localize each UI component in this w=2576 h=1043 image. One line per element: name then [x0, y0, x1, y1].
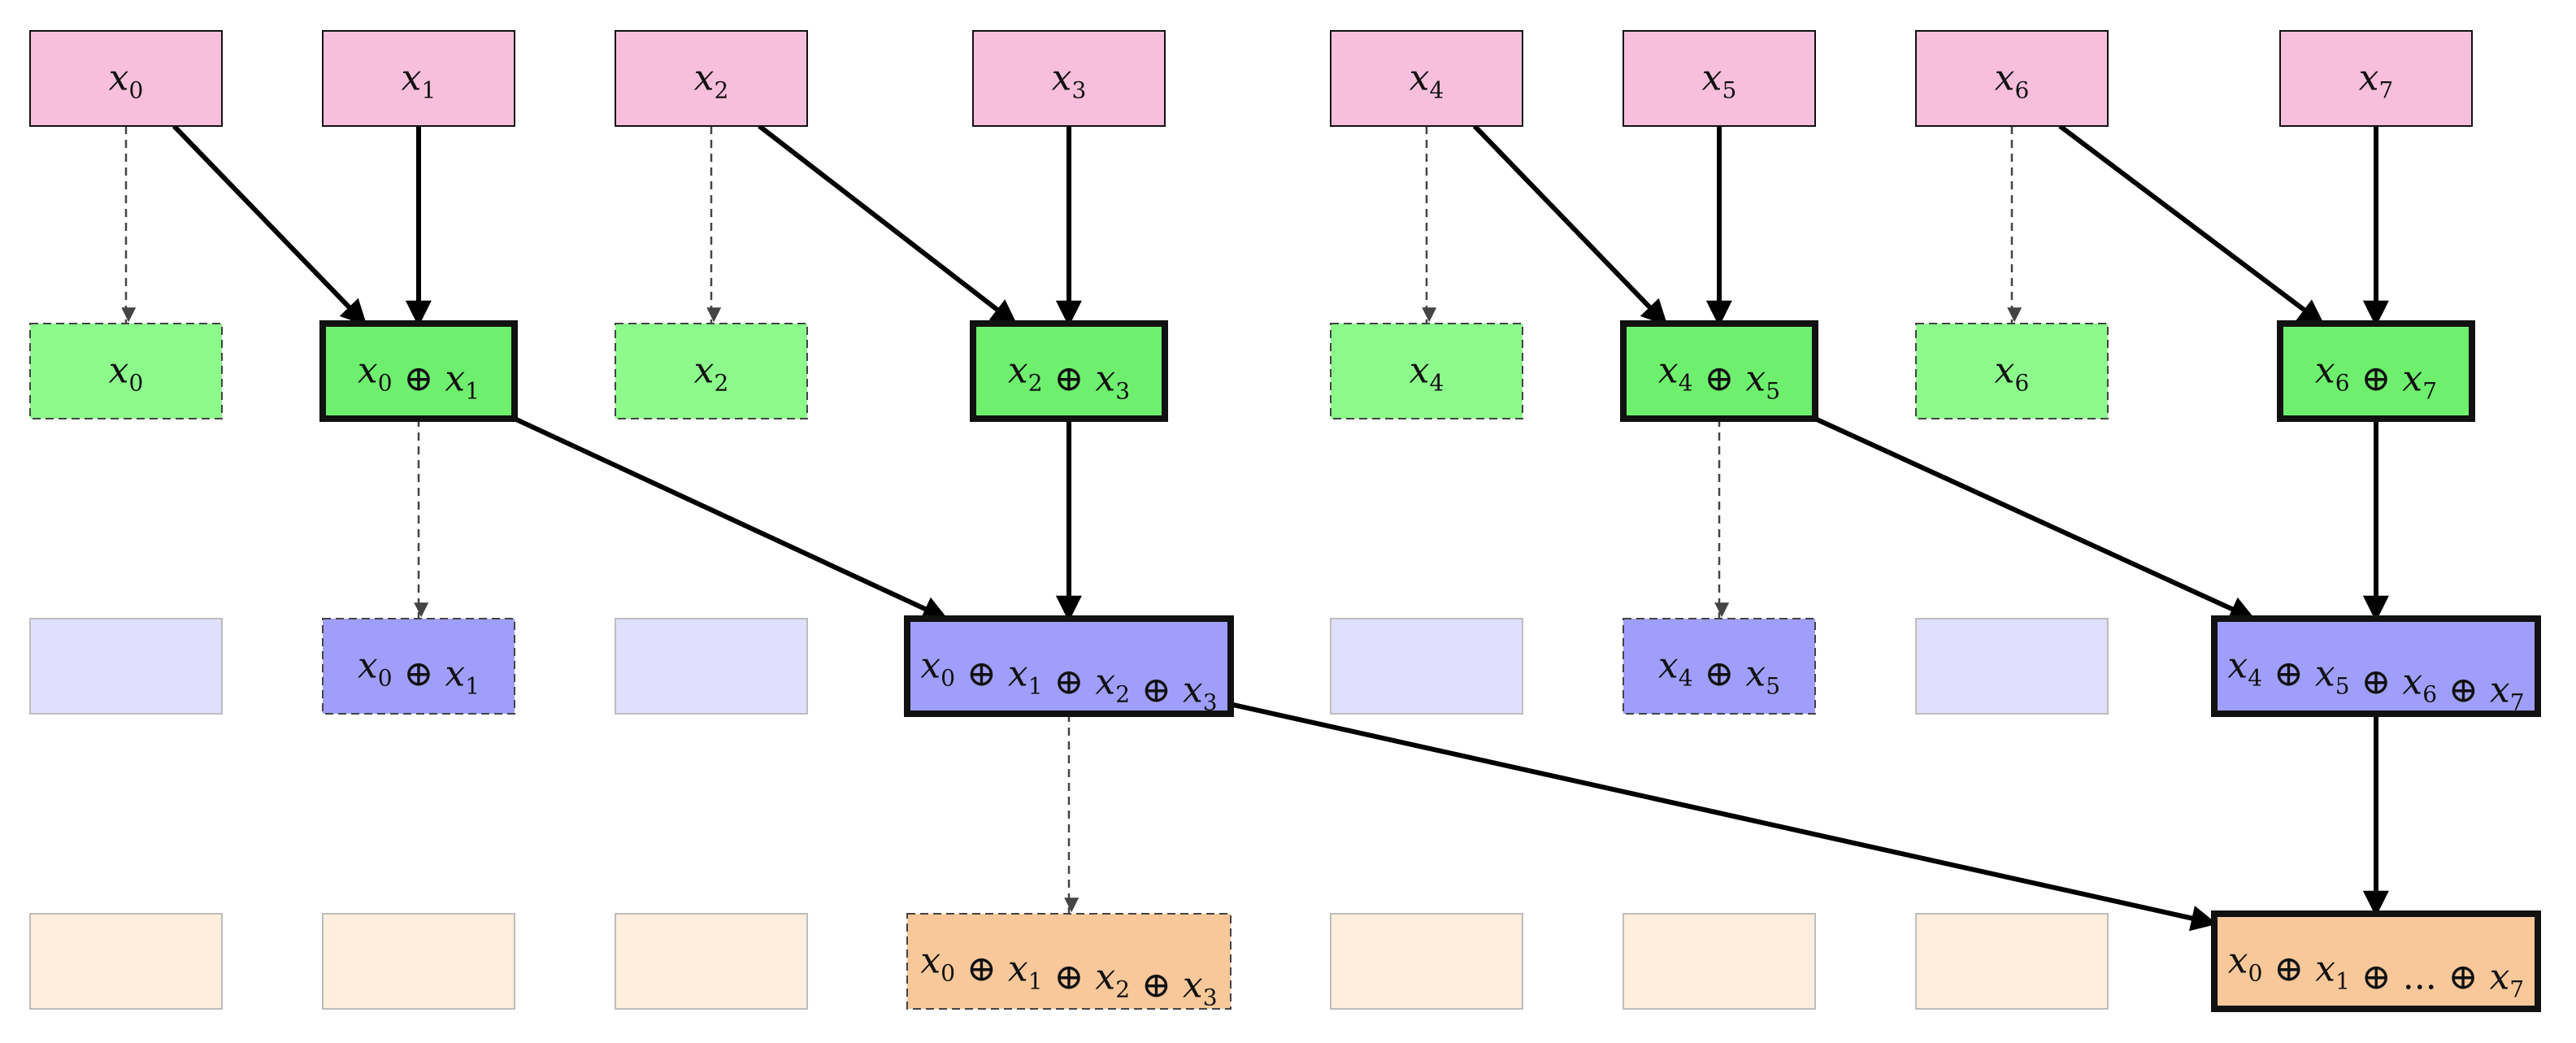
node-box-level-1-2 — [615, 323, 808, 419]
node-label-r1-c0: x0 — [109, 350, 144, 397]
node-label-r1-c7: x6 ⊕ x7 — [2315, 350, 2437, 405]
node-label-r0-c0: x0 — [109, 58, 144, 104]
node-level-1-0: x0 — [29, 323, 223, 419]
node-label-r0-c3: x3 — [1052, 58, 1087, 104]
edge-solid-16 — [1814, 416, 2257, 621]
node-level-2-5: x4 ⊕ x5 — [1622, 618, 1816, 715]
node-label-r3-c7: x0 ⊕ x1 ⊕ ... ⊕ x7 — [2228, 941, 2524, 1003]
node-box-level-1-3 — [970, 320, 1168, 422]
edge-solid-4 — [758, 124, 1018, 326]
node-label-r1-c4: x4 — [1410, 350, 1444, 397]
node-label-r2-c5: x4 ⊕ x5 — [1658, 645, 1780, 700]
node-box-level-3-4 — [1330, 913, 1523, 1010]
node-box-level-2-1 — [322, 618, 515, 715]
node-label-r0-c4: x4 — [1410, 58, 1444, 104]
node-level-3-2 — [615, 913, 808, 1010]
node-label-r0-c5: x5 — [1702, 58, 1737, 104]
node-inputs-3: x3 — [972, 30, 1166, 127]
node-box-level-2-3 — [904, 615, 1234, 717]
node-label-r0-c2: x2 — [694, 58, 729, 104]
node-label-r1-c3: x2 ⊕ x3 — [1008, 350, 1130, 405]
node-level-2-6 — [1915, 618, 2109, 715]
node-label-r0-c1: x1 — [402, 58, 437, 104]
node-label-r2-c3: x0 ⊕ x1 ⊕ x2 ⊕ x3 — [920, 645, 1217, 716]
node-label-r0-c7: x7 — [2359, 58, 2394, 104]
node-level-3-4 — [1330, 913, 1523, 1010]
node-box-level-1-7 — [2277, 320, 2475, 422]
node-level-1-2: x2 — [615, 323, 808, 419]
node-box-level-2-0 — [29, 618, 223, 715]
node-level-2-3: x0 ⊕ x1 ⊕ x2 ⊕ x3 — [904, 615, 1234, 717]
node-box-inputs-1 — [322, 30, 515, 127]
node-box-level-3-2 — [615, 913, 808, 1010]
node-level-1-6: x6 — [1915, 323, 2109, 419]
node-box-level-3-3 — [906, 913, 1232, 1010]
node-box-inputs-6 — [1915, 30, 2109, 127]
node-box-level-3-0 — [29, 913, 223, 1010]
node-level-2-1: x0 ⊕ x1 — [322, 618, 515, 715]
node-level-3-1 — [322, 913, 515, 1010]
node-inputs-2: x2 — [615, 30, 808, 127]
node-level-3-6 — [1915, 913, 2109, 1010]
node-box-inputs-4 — [1330, 30, 1523, 127]
node-box-level-3-1 — [322, 913, 515, 1010]
node-level-3-0 — [29, 913, 223, 1010]
node-box-inputs-3 — [972, 30, 1166, 127]
node-box-level-1-5 — [1620, 320, 1818, 422]
node-label-r1-c2: x2 — [694, 350, 729, 397]
node-label-r0-c6: x6 — [1995, 58, 2030, 104]
node-level-2-4 — [1330, 618, 1523, 715]
node-box-level-1-0 — [29, 323, 223, 419]
node-level-3-3: x0 ⊕ x1 ⊕ x2 ⊕ x3 — [906, 913, 1232, 1011]
node-level-1-4: x4 — [1330, 323, 1523, 419]
edges-layer — [121, 124, 2389, 932]
node-inputs-7: x7 — [2279, 30, 2473, 127]
node-level-2-7: x4 ⊕ x5 ⊕ x6 ⊕ x7 — [2211, 615, 2541, 717]
node-label-r1-c5: x4 ⊕ x5 — [1658, 350, 1780, 405]
node-box-level-2-2 — [615, 618, 808, 715]
node-level-3-7: x0 ⊕ x1 ⊕ ... ⊕ x7 — [2211, 910, 2541, 1012]
node-level-1-5: x4 ⊕ x5 — [1620, 320, 1818, 422]
node-label-r1-c6: x6 — [1995, 350, 2030, 397]
node-box-level-1-6 — [1915, 323, 2109, 419]
node-inputs-6: x6 — [1915, 30, 2109, 127]
node-box-inputs-2 — [615, 30, 808, 127]
edge-solid-7 — [1472, 124, 1668, 326]
node-inputs-4: x4 — [1330, 30, 1523, 127]
node-level-3-5 — [1622, 913, 1816, 1010]
node-box-level-2-5 — [1622, 618, 1816, 715]
node-box-level-3-7 — [2211, 910, 2541, 1012]
node-inputs-1: x1 — [322, 30, 515, 127]
node-box-level-1-4 — [1330, 323, 1523, 419]
node-label-r3-c3: x0 ⊕ x1 ⊕ x2 ⊕ x3 — [920, 941, 1217, 1011]
edge-solid-13 — [513, 416, 949, 621]
node-level-1-1: x0 ⊕ x1 — [319, 320, 518, 422]
node-box-inputs-5 — [1622, 30, 1816, 127]
node-box-inputs-0 — [29, 30, 223, 127]
node-box-level-2-7 — [2211, 615, 2541, 717]
node-inputs-5: x5 — [1622, 30, 1816, 127]
node-box-level-2-4 — [1330, 618, 1523, 715]
node-box-level-3-6 — [1915, 913, 2109, 1010]
node-label-r1-c1: x0 ⊕ x1 — [358, 350, 480, 405]
node-level-1-3: x2 ⊕ x3 — [970, 320, 1168, 422]
node-inputs-0: x0 — [29, 30, 223, 127]
node-box-level-1-1 — [319, 320, 518, 422]
nodes-layer: x0 x1 x2 x3 x4 x5 x6 x7 x0 x0 ⊕ x1 x2 x2 ⊕ x3 x4 x4 ⊕… — [29, 30, 2541, 1012]
node-label-r2-c7: x4 ⊕ x5 ⊕ x6 ⊕ x7 — [2227, 645, 2524, 716]
edge-solid-10 — [2058, 124, 2325, 326]
node-level-1-7: x6 ⊕ x7 — [2277, 320, 2475, 422]
node-label-r2-c1: x0 ⊕ x1 — [358, 645, 480, 700]
node-box-level-2-6 — [1915, 618, 2109, 715]
edge-solid-19 — [1230, 702, 2218, 932]
edge-solid-1 — [172, 124, 367, 326]
node-box-level-3-5 — [1622, 913, 1816, 1010]
node-level-2-2 — [615, 618, 808, 715]
node-level-2-0 — [29, 618, 223, 715]
node-box-inputs-7 — [2279, 30, 2473, 127]
